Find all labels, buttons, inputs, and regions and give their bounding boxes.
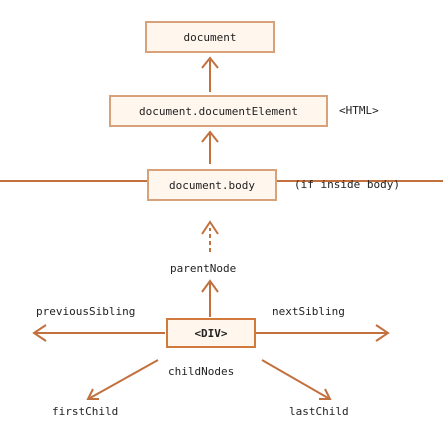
html-tag-label: <HTML> <box>339 104 379 117</box>
first-child-label: firstChild <box>52 405 119 418</box>
next-sibling-label: nextSibling <box>272 305 345 318</box>
dashed-arrow-up <box>201 220 219 252</box>
parent-node-label: parentNode <box>170 262 237 275</box>
arrow-nextsibling <box>256 324 390 342</box>
arrow-body-to-documentelement <box>201 130 219 164</box>
arrow-firstchild <box>86 359 159 400</box>
previous-sibling-label: previousSibling <box>36 305 136 318</box>
document-body-box: document.body <box>147 169 277 201</box>
document-label: document <box>183 30 237 44</box>
arrow-lastchild <box>261 359 332 400</box>
document-body-label: document.body <box>168 178 256 192</box>
arrow-previoussibling <box>32 324 165 342</box>
div-box: <DIV> <box>166 318 256 348</box>
document-element-label: document.documentElement <box>139 104 298 118</box>
div-tag-label: <DIV> <box>194 326 228 340</box>
body-note-label: (if inside body) <box>294 178 400 191</box>
document-box: document <box>145 21 275 53</box>
child-nodes-label: childNodes <box>168 365 235 378</box>
last-child-label: lastChild <box>289 405 349 418</box>
document-element-box: document.documentElement <box>109 95 328 127</box>
arrow-documentelement-to-document <box>201 56 219 92</box>
arrow-parentnode <box>201 279 219 317</box>
